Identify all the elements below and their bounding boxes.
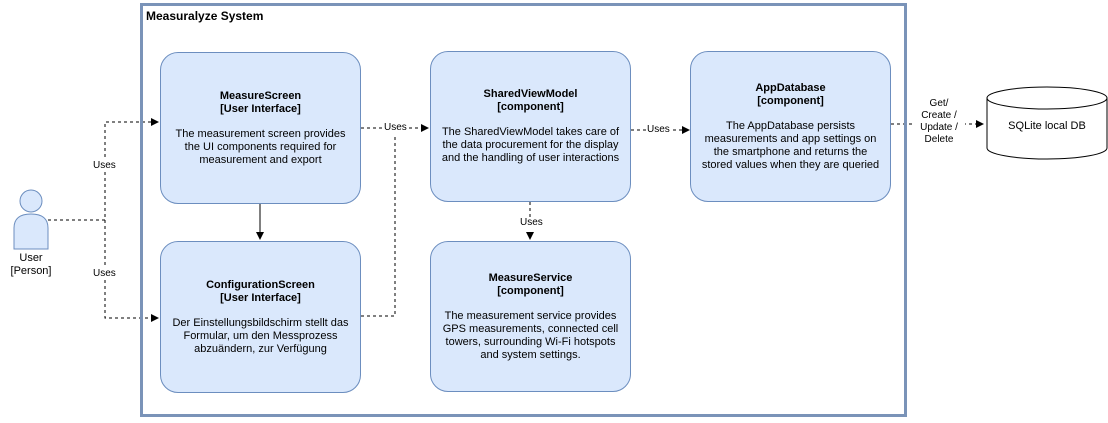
- component-title: ConfigurationScreen: [206, 278, 315, 291]
- component-type: [component]: [497, 101, 564, 113]
- component-description: The SharedViewModel takes care of the da…: [441, 126, 620, 164]
- component-measurescreen[interactable]: MeasureScreen [User Interface] The measu…: [160, 52, 361, 204]
- relation-label-delete: Delete: [924, 134, 954, 145]
- component-description: The measurement service provides GPS mea…: [442, 309, 619, 361]
- component-type: [component]: [757, 94, 824, 107]
- component-title: AppDatabase: [755, 81, 826, 94]
- person-icon: [2, 188, 60, 252]
- system-boundary: Measuralyze System: [140, 3, 907, 417]
- sqlite-database[interactable]: SQLite local DB: [985, 86, 1108, 162]
- relation-label-update: Update /: [920, 122, 958, 133]
- arrow-user-to-measurescreen: [48, 118, 159, 221]
- component-description: Der Einstellungsbildschirm stellt das Fo…: [172, 316, 349, 355]
- relation-label-appdatabase-sqlite: Get/ Create / Update / Delete: [913, 98, 965, 146]
- relation-label-sharedviewmodel-appdatabase: Uses: [646, 124, 671, 136]
- relation-label-user-configurationscreen: Uses: [92, 268, 117, 280]
- component-type: [User Interface]: [220, 291, 301, 304]
- database-label: SQLite local DB: [1008, 120, 1086, 132]
- system-boundary-title: Measuralyze System: [146, 9, 264, 23]
- component-measureservice[interactable]: MeasureService [component] The measureme…: [430, 241, 631, 392]
- component-sharedviewmodel[interactable]: SharedViewModel [component] The SharedVi…: [430, 51, 631, 202]
- relation-label-create: Create /: [921, 110, 957, 121]
- component-title: MeasureService: [488, 271, 573, 284]
- component-configurationscreen[interactable]: ConfigurationScreen [User Interface] Der…: [160, 241, 361, 393]
- component-title: MeasureScreen: [219, 89, 302, 102]
- component-appdatabase[interactable]: AppDatabase [component] The AppDatabase …: [690, 51, 891, 202]
- person-type: [Person]: [10, 265, 52, 277]
- relation-label-sharedviewmodel-measureservice: Uses: [519, 217, 544, 229]
- component-description: The AppDatabase persists measurements an…: [701, 119, 880, 171]
- user-person[interactable]: User [Person]: [2, 188, 60, 278]
- component-type: [User Interface]: [220, 102, 301, 115]
- person-name: User: [19, 252, 43, 264]
- relation-label-screens-sharedviewmodel: Uses: [383, 122, 408, 134]
- component-type: [component]: [497, 284, 564, 297]
- component-title: SharedViewModel: [483, 88, 578, 100]
- relation-label-get: Get/: [929, 98, 949, 109]
- database-cylinder-icon: [985, 86, 1108, 166]
- relation-label-user-measurescreen: Uses: [92, 160, 117, 172]
- component-description: The measurement screen provides the UI c…: [175, 127, 346, 166]
